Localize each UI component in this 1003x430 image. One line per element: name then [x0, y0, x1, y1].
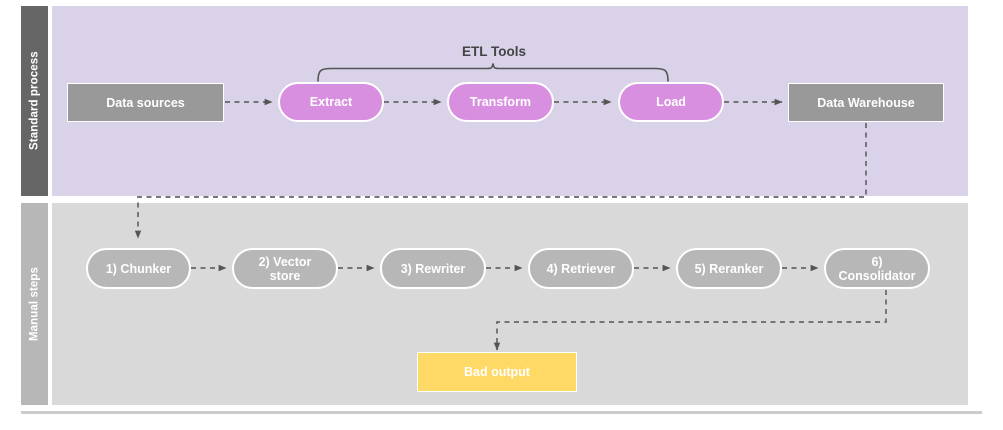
node-rewriter-label: 3) Rewriter	[400, 261, 466, 276]
node-bad-output[interactable]: Bad output	[417, 352, 577, 392]
node-extract[interactable]: Extract	[278, 82, 384, 122]
node-bad-output-label: Bad output	[464, 365, 530, 379]
node-data-sources-label: Data sources	[106, 95, 185, 110]
node-reranker-label: 5) Reranker	[694, 261, 764, 276]
node-rewriter[interactable]: 3) Rewriter	[380, 248, 486, 289]
node-consolidator[interactable]: 6) Consolidator	[824, 248, 930, 289]
node-transform[interactable]: Transform	[447, 82, 554, 122]
node-chunker-label: 1) Chunker	[105, 261, 172, 276]
node-extract-label: Extract	[309, 95, 353, 109]
lane-label-manual-steps: Manual steps	[21, 203, 48, 405]
node-data-warehouse-label: Data Warehouse	[817, 95, 915, 110]
node-retriever-label: 4) Retriever	[546, 261, 616, 276]
node-data-warehouse[interactable]: Data Warehouse	[788, 83, 944, 122]
node-vector-store[interactable]: 2) Vector store	[232, 248, 338, 289]
lane-label-standard-process: Standard process	[21, 6, 48, 196]
node-vector-store-label: 2) Vector store	[258, 254, 312, 283]
bottom-divider	[21, 411, 982, 414]
node-consolidator-label: 6) Consolidator	[838, 254, 916, 283]
node-chunker[interactable]: 1) Chunker	[86, 248, 191, 289]
node-transform-label: Transform	[469, 95, 532, 109]
node-load[interactable]: Load	[618, 82, 724, 122]
node-retriever[interactable]: 4) Retriever	[528, 248, 634, 289]
node-reranker[interactable]: 5) Reranker	[676, 248, 782, 289]
node-data-sources[interactable]: Data sources	[67, 83, 224, 122]
node-load-label: Load	[656, 95, 686, 109]
etl-tools-label: ETL Tools	[462, 44, 526, 59]
